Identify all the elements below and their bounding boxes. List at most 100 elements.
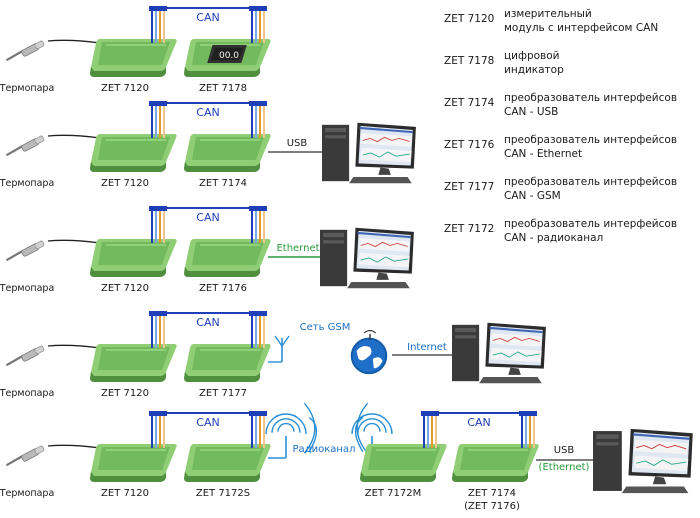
can-bus-label: CAN bbox=[196, 106, 219, 119]
display-value: 00.0 bbox=[219, 51, 239, 61]
module-b-label: ZET 7178 bbox=[199, 83, 247, 94]
computer-icon bbox=[593, 428, 694, 494]
module-c bbox=[359, 443, 448, 483]
can-connector bbox=[149, 311, 167, 316]
can-bus-label: CAN bbox=[196, 416, 219, 429]
legend-desc-line2: CAN - радиоканал bbox=[504, 232, 603, 244]
legend-code: ZET 7174 bbox=[444, 97, 495, 109]
globe-icon bbox=[350, 330, 388, 375]
legend-code: ZET 7172 bbox=[444, 223, 494, 235]
module-b bbox=[183, 443, 272, 483]
can-bus-label: CAN bbox=[196, 316, 219, 329]
antenna-icon bbox=[274, 335, 290, 348]
computer-icon bbox=[320, 227, 415, 289]
module-b-label: ZET 7172S bbox=[196, 488, 250, 499]
can-connector bbox=[149, 101, 167, 106]
diagram-row-2: Термопара ZET 7120 ZET 7174 CAN USB bbox=[0, 101, 417, 189]
can-bus-label: CAN bbox=[467, 416, 490, 429]
sensor-cable bbox=[47, 39, 101, 44]
thermocouple-icon bbox=[6, 445, 46, 466]
sensor-label: Термопара bbox=[0, 283, 54, 294]
legend-desc-line2: индикатор bbox=[504, 64, 564, 76]
module-d-label: ZET 7174 bbox=[468, 488, 516, 499]
module-b bbox=[183, 343, 272, 383]
gsm-network-label: Сеть GSM bbox=[300, 322, 351, 333]
sensor-cable bbox=[47, 134, 101, 139]
module-a bbox=[89, 238, 178, 278]
computer-icon bbox=[452, 322, 547, 384]
legend-desc-line1: преобразователь интерфейсов bbox=[504, 176, 677, 188]
legend-item-zet-7178: ZET 7178 цифровой индикатор bbox=[444, 50, 564, 76]
radio-channel-label: Радиоканал bbox=[293, 444, 356, 455]
sensor-label: Термопара bbox=[0, 388, 54, 399]
thermocouple-icon bbox=[6, 240, 46, 261]
module-b-label: ZET 7177 bbox=[199, 388, 247, 399]
sensor-cable bbox=[47, 344, 101, 349]
sensor-label: Термопара bbox=[0, 178, 54, 189]
can-connector bbox=[249, 411, 267, 416]
legend-code: ZET 7120 bbox=[444, 13, 494, 25]
module-a bbox=[89, 443, 178, 483]
legend-desc-line1: преобразователь интерфейсов bbox=[504, 134, 677, 146]
module-b bbox=[183, 133, 272, 173]
sensor-cable bbox=[47, 444, 101, 449]
module-b bbox=[183, 238, 272, 278]
radio-wave-icon bbox=[351, 413, 393, 435]
sensor-cable bbox=[47, 239, 101, 244]
can-connector bbox=[249, 206, 267, 211]
module-b-label: ZET 7176 bbox=[199, 283, 247, 294]
usb-label: USB bbox=[287, 138, 308, 149]
can-bus-label: CAN bbox=[196, 11, 219, 24]
legend-code: ZET 7178 bbox=[444, 55, 494, 67]
diagram-row-1: Термопара ZET 7120 ZET 7178 CAN 00.0 bbox=[0, 6, 272, 94]
can-connector bbox=[249, 101, 267, 106]
radio-wave-icon bbox=[265, 413, 307, 435]
diagram-row-5: Термопара ZET 7120 ZET 7172S CAN РадиоканалZ… bbox=[0, 402, 694, 512]
legend-desc-line2: CAN - Ethernet bbox=[504, 148, 582, 160]
legend-code: ZET 7176 bbox=[444, 139, 495, 151]
thermocouple-icon bbox=[6, 135, 46, 156]
legend-desc-line1: преобразователь интерфейсов bbox=[504, 218, 677, 230]
legend-code: ZET 7177 bbox=[444, 181, 494, 193]
module-a bbox=[89, 133, 178, 173]
module-a-label: ZET 7120 bbox=[101, 388, 149, 399]
usb-label: USB bbox=[554, 445, 575, 456]
can-connector bbox=[149, 206, 167, 211]
legend-desc-line1: цифровой bbox=[504, 50, 559, 62]
module-a-label: ZET 7120 bbox=[101, 488, 149, 499]
ethernet-label: Ethernet bbox=[276, 243, 319, 254]
module-a-label: ZET 7120 bbox=[101, 283, 149, 294]
legend-desc-line2: CAN - USB bbox=[504, 106, 558, 118]
sensor-label: Термопара bbox=[0, 488, 54, 499]
module-c-label: ZET 7172M bbox=[365, 488, 422, 499]
radio-wave-icon bbox=[357, 418, 387, 433]
module-a bbox=[89, 38, 178, 78]
legend-desc-line2: CAN - GSM bbox=[504, 190, 561, 202]
module-a bbox=[89, 343, 178, 383]
radio-arc-right bbox=[356, 402, 369, 454]
can-connector bbox=[249, 311, 267, 316]
radio-arc-right bbox=[354, 417, 364, 452]
radio-wave-icon bbox=[271, 418, 301, 433]
radio-arc-left bbox=[303, 402, 316, 454]
module-b-label: ZET 7174 bbox=[199, 178, 247, 189]
module-a-label: ZET 7120 bbox=[101, 178, 149, 189]
module-a-label: ZET 7120 bbox=[101, 83, 149, 94]
module-d-alt-label: (ZET 7176) bbox=[464, 501, 520, 512]
can-connector bbox=[519, 411, 537, 416]
can-connector bbox=[249, 6, 267, 11]
legend-desc-line1: преобразователь интерфейсов bbox=[504, 92, 677, 104]
thermocouple-icon bbox=[6, 345, 46, 366]
sensor-label: Термопара bbox=[0, 83, 54, 94]
thermocouple-icon bbox=[6, 40, 46, 61]
computer-icon bbox=[322, 122, 417, 184]
radio-arc-left bbox=[308, 417, 318, 452]
